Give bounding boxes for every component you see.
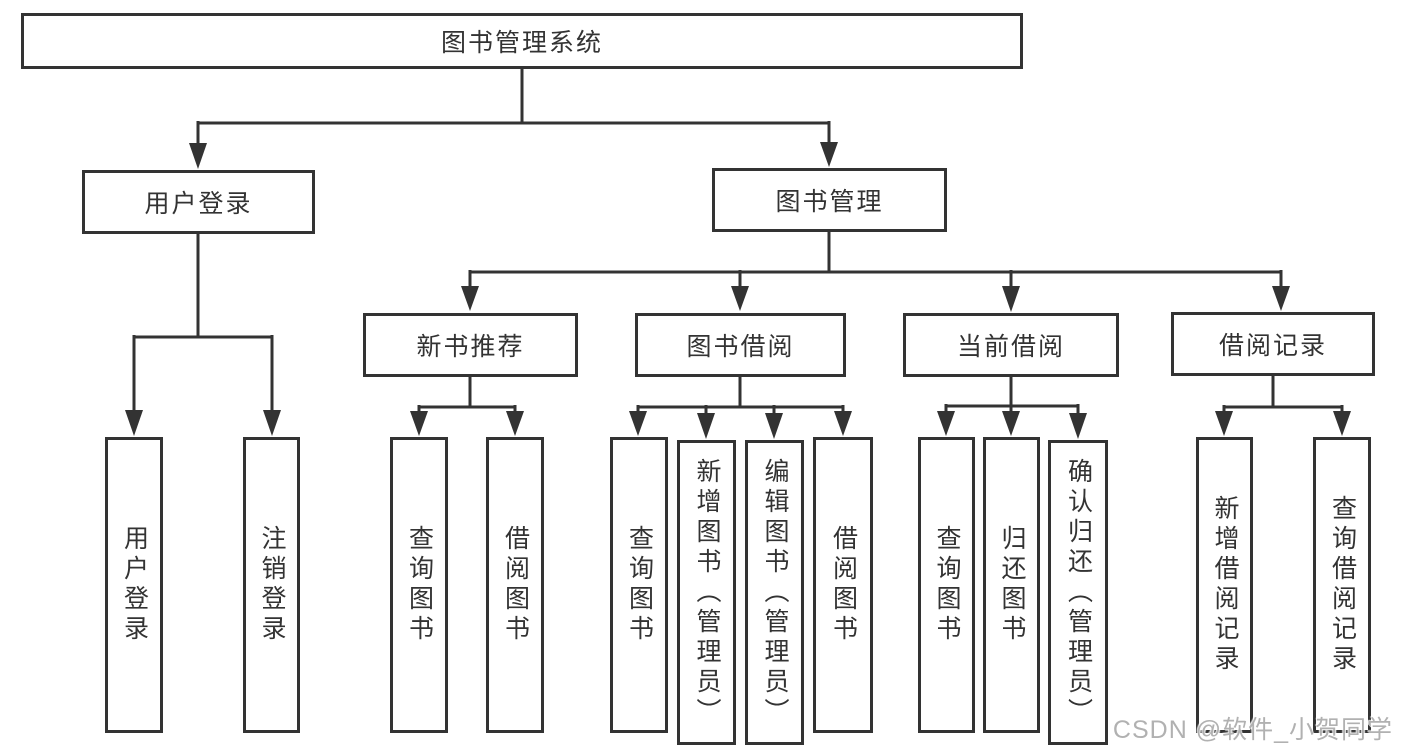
node-user-login: 用户登录 xyxy=(82,170,315,234)
leaf-borrow-books: 借阅图书 xyxy=(813,437,873,733)
leaf-add-books-admin: 新增图书（管理员） xyxy=(677,440,736,745)
leaf-logout-login: 注销登录 xyxy=(243,437,300,733)
leaf-query-books-current: 查询图书 xyxy=(918,437,975,733)
node-current-borrow: 当前借阅 xyxy=(903,313,1119,377)
node-borrow-records: 借阅记录 xyxy=(1171,312,1375,376)
node-root: 图书管理系统 xyxy=(21,13,1023,69)
leaf-borrow-books-recommend: 借阅图书 xyxy=(486,437,544,733)
leaf-query-borrow-record: 查询借阅记录 xyxy=(1313,437,1371,733)
leaf-add-borrow-record: 新增借阅记录 xyxy=(1196,437,1253,733)
leaf-edit-books-admin: 编辑图书（管理员） xyxy=(745,440,804,745)
leaf-return-books: 归还图书 xyxy=(983,437,1040,733)
leaf-user-login: 用户登录 xyxy=(105,437,163,733)
leaf-confirm-return-admin: 确认归还（管理员） xyxy=(1048,440,1108,745)
csdn-watermark: CSDN @软件_小贺同学 xyxy=(1112,716,1393,744)
node-book-borrow: 图书借阅 xyxy=(635,313,846,377)
node-new-book-recommend: 新书推荐 xyxy=(363,313,578,377)
leaf-query-books-recommend: 查询图书 xyxy=(390,437,448,733)
node-book-management: 图书管理 xyxy=(712,168,947,232)
leaf-query-books-borrow: 查询图书 xyxy=(610,437,668,733)
